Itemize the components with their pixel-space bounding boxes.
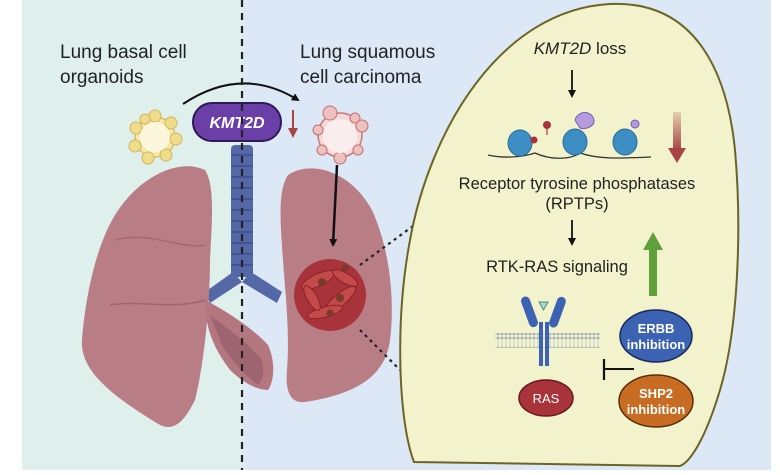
- right-title-line1: Lung squamous: [300, 42, 435, 63]
- left-margin: [0, 0, 22, 470]
- kmt2d-loss-label: KMT2D loss: [534, 39, 627, 58]
- small-down-arrow-icon: [288, 110, 298, 138]
- tumor-arrow: [329, 164, 339, 247]
- ras-node: RAS: [518, 379, 574, 417]
- shp2-label-line1: SHP2: [639, 386, 673, 401]
- upregulation-arrow-icon: [643, 232, 663, 296]
- receptor-icon: [521, 296, 566, 366]
- carcinoma-organoid-icon: [312, 105, 369, 165]
- left-lung-icon: [81, 166, 274, 428]
- erbb-label-line2: inhibition: [627, 337, 686, 352]
- chromatin-icon: [487, 112, 652, 159]
- kmt2d-label: KMT2D: [209, 115, 265, 132]
- shp2-inhibition-node: SHP2 inhibition: [618, 374, 694, 428]
- inhibition-symbol-icon: [602, 359, 634, 380]
- kmt2d-badge: KMT2D: [192, 102, 282, 142]
- basal-organoid-icon: [128, 109, 183, 165]
- tumor-icon: [294, 259, 366, 331]
- erbb-label-line1: ERBB: [638, 321, 675, 336]
- ras-label: RAS: [533, 391, 560, 406]
- shp2-label-line2: inhibition: [627, 402, 686, 417]
- rptp-label-line2: (RPTPs): [545, 195, 608, 213]
- downregulation-arrow-icon: [668, 112, 686, 163]
- right-title-line2: cell carcinoma: [300, 67, 422, 88]
- left-title-line1: Lung basal cell: [60, 42, 187, 63]
- rptp-label-line1: Receptor tyrosine phosphatases: [459, 175, 696, 193]
- left-title-line2: organoids: [60, 67, 143, 88]
- erbb-inhibition-node: ERBB inhibition: [619, 309, 693, 363]
- right-margin: [771, 0, 780, 470]
- signaling-label: RTK-RAS signaling: [486, 258, 628, 276]
